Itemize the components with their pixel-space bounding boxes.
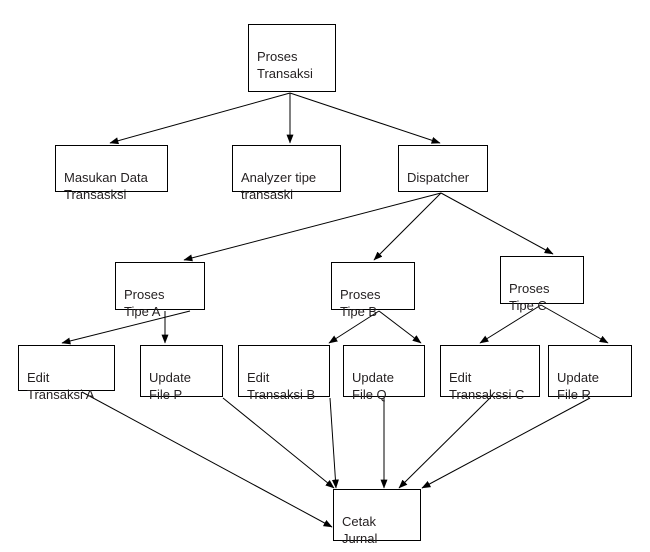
edge-proses-transaksi-to-dispatcher [289, 92, 441, 144]
node-label: Proses Tipe B [340, 287, 381, 319]
node-proses-tipe-a[interactable]: Proses Tipe A [115, 262, 205, 319]
node-dispatcher[interactable]: Dispatcher [398, 145, 488, 192]
node-analyzer-tipe-transaski[interactable]: Analyzer tipe transaski [232, 145, 341, 202]
edge-edit-transaksi-b-to-cetak-jurnal [329, 397, 339, 489]
node-edit-transakssi-c[interactable]: Edit Transakssi C [440, 345, 540, 402]
node-label: Dispatcher [407, 170, 470, 185]
node-label: Update File Q [352, 370, 394, 402]
edge-dispatcher-to-proses-tipe-b [373, 192, 442, 261]
node-label: Cetak Jurnal [342, 514, 378, 546]
node-update-file-p[interactable]: Update File P [140, 345, 223, 402]
node-label: Proses Transaksi [257, 49, 313, 81]
node-masukan-data-transasksi[interactable]: Masukan Data Transasksi [55, 145, 168, 202]
node-proses-transaksi[interactable]: Proses Transaksi [248, 24, 336, 92]
edge-proses-transaksi-to-masukan-data [109, 92, 291, 145]
node-label: Update File R [557, 370, 599, 402]
node-label: Edit Transaksi A [27, 370, 95, 402]
node-update-file-q[interactable]: Update File Q [343, 345, 425, 402]
node-label: Analyzer tipe transaski [241, 170, 317, 202]
node-proses-tipe-b[interactable]: Proses Tipe B [331, 262, 415, 319]
node-edit-transaksi-a[interactable]: Edit Transaksi A [18, 345, 115, 402]
node-label: Masukan Data Transasksi [64, 170, 148, 202]
node-cetak-jurnal[interactable]: Cetak Jurnal [333, 489, 421, 546]
node-update-file-r[interactable]: Update File R [548, 345, 632, 402]
node-edit-transaksi-b[interactable]: Edit Transaksi B [238, 345, 330, 402]
node-proses-tipe-c[interactable]: Proses Tipe C [500, 256, 584, 313]
node-label: Update File P [149, 370, 191, 402]
node-label: Proses Tipe C [509, 281, 550, 313]
node-label: Edit Transakssi C [449, 370, 525, 402]
node-label: Proses Tipe A [124, 287, 165, 319]
node-label: Edit Transaksi B [247, 370, 316, 402]
